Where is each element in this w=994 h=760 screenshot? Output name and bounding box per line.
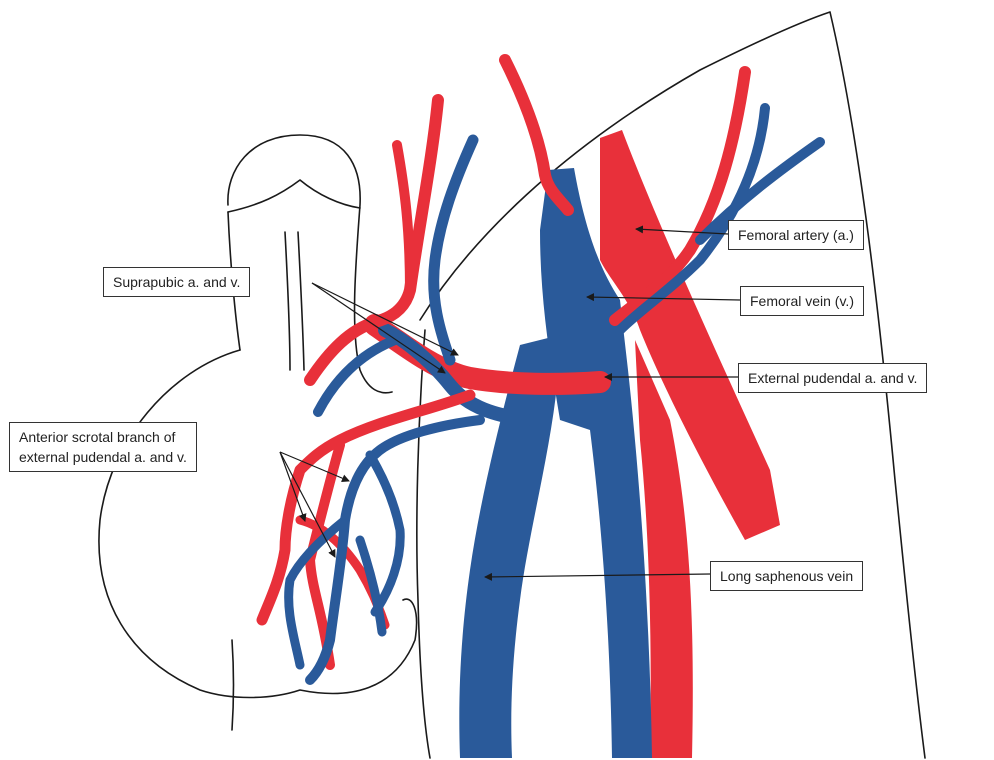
label-suprapubic: Suprapubic a. and v. xyxy=(103,267,250,297)
label-femoral-artery: Femoral artery (a.) xyxy=(728,220,864,250)
label-femoral-vein: Femoral vein (v.) xyxy=(740,286,864,316)
suprapubic-artery-2 xyxy=(397,145,410,290)
urethra-line-1 xyxy=(285,232,290,370)
label-external-pudendal: External pudendal a. and v. xyxy=(738,363,927,393)
thigh-medial-outline xyxy=(417,330,430,758)
glans-outline xyxy=(228,180,360,212)
scrotal-vein-4 xyxy=(360,540,382,632)
label-long-saphenous: Long saphenous vein xyxy=(710,561,863,591)
urethra-line-2 xyxy=(298,232,304,370)
scrotum-outline xyxy=(99,350,417,698)
suprapubic-vein xyxy=(434,140,473,360)
scrotal-raphe xyxy=(232,640,234,730)
label-anterior-scrotal: Anterior scrotal branch of external pude… xyxy=(9,422,197,472)
suprapubic-artery xyxy=(310,100,438,380)
